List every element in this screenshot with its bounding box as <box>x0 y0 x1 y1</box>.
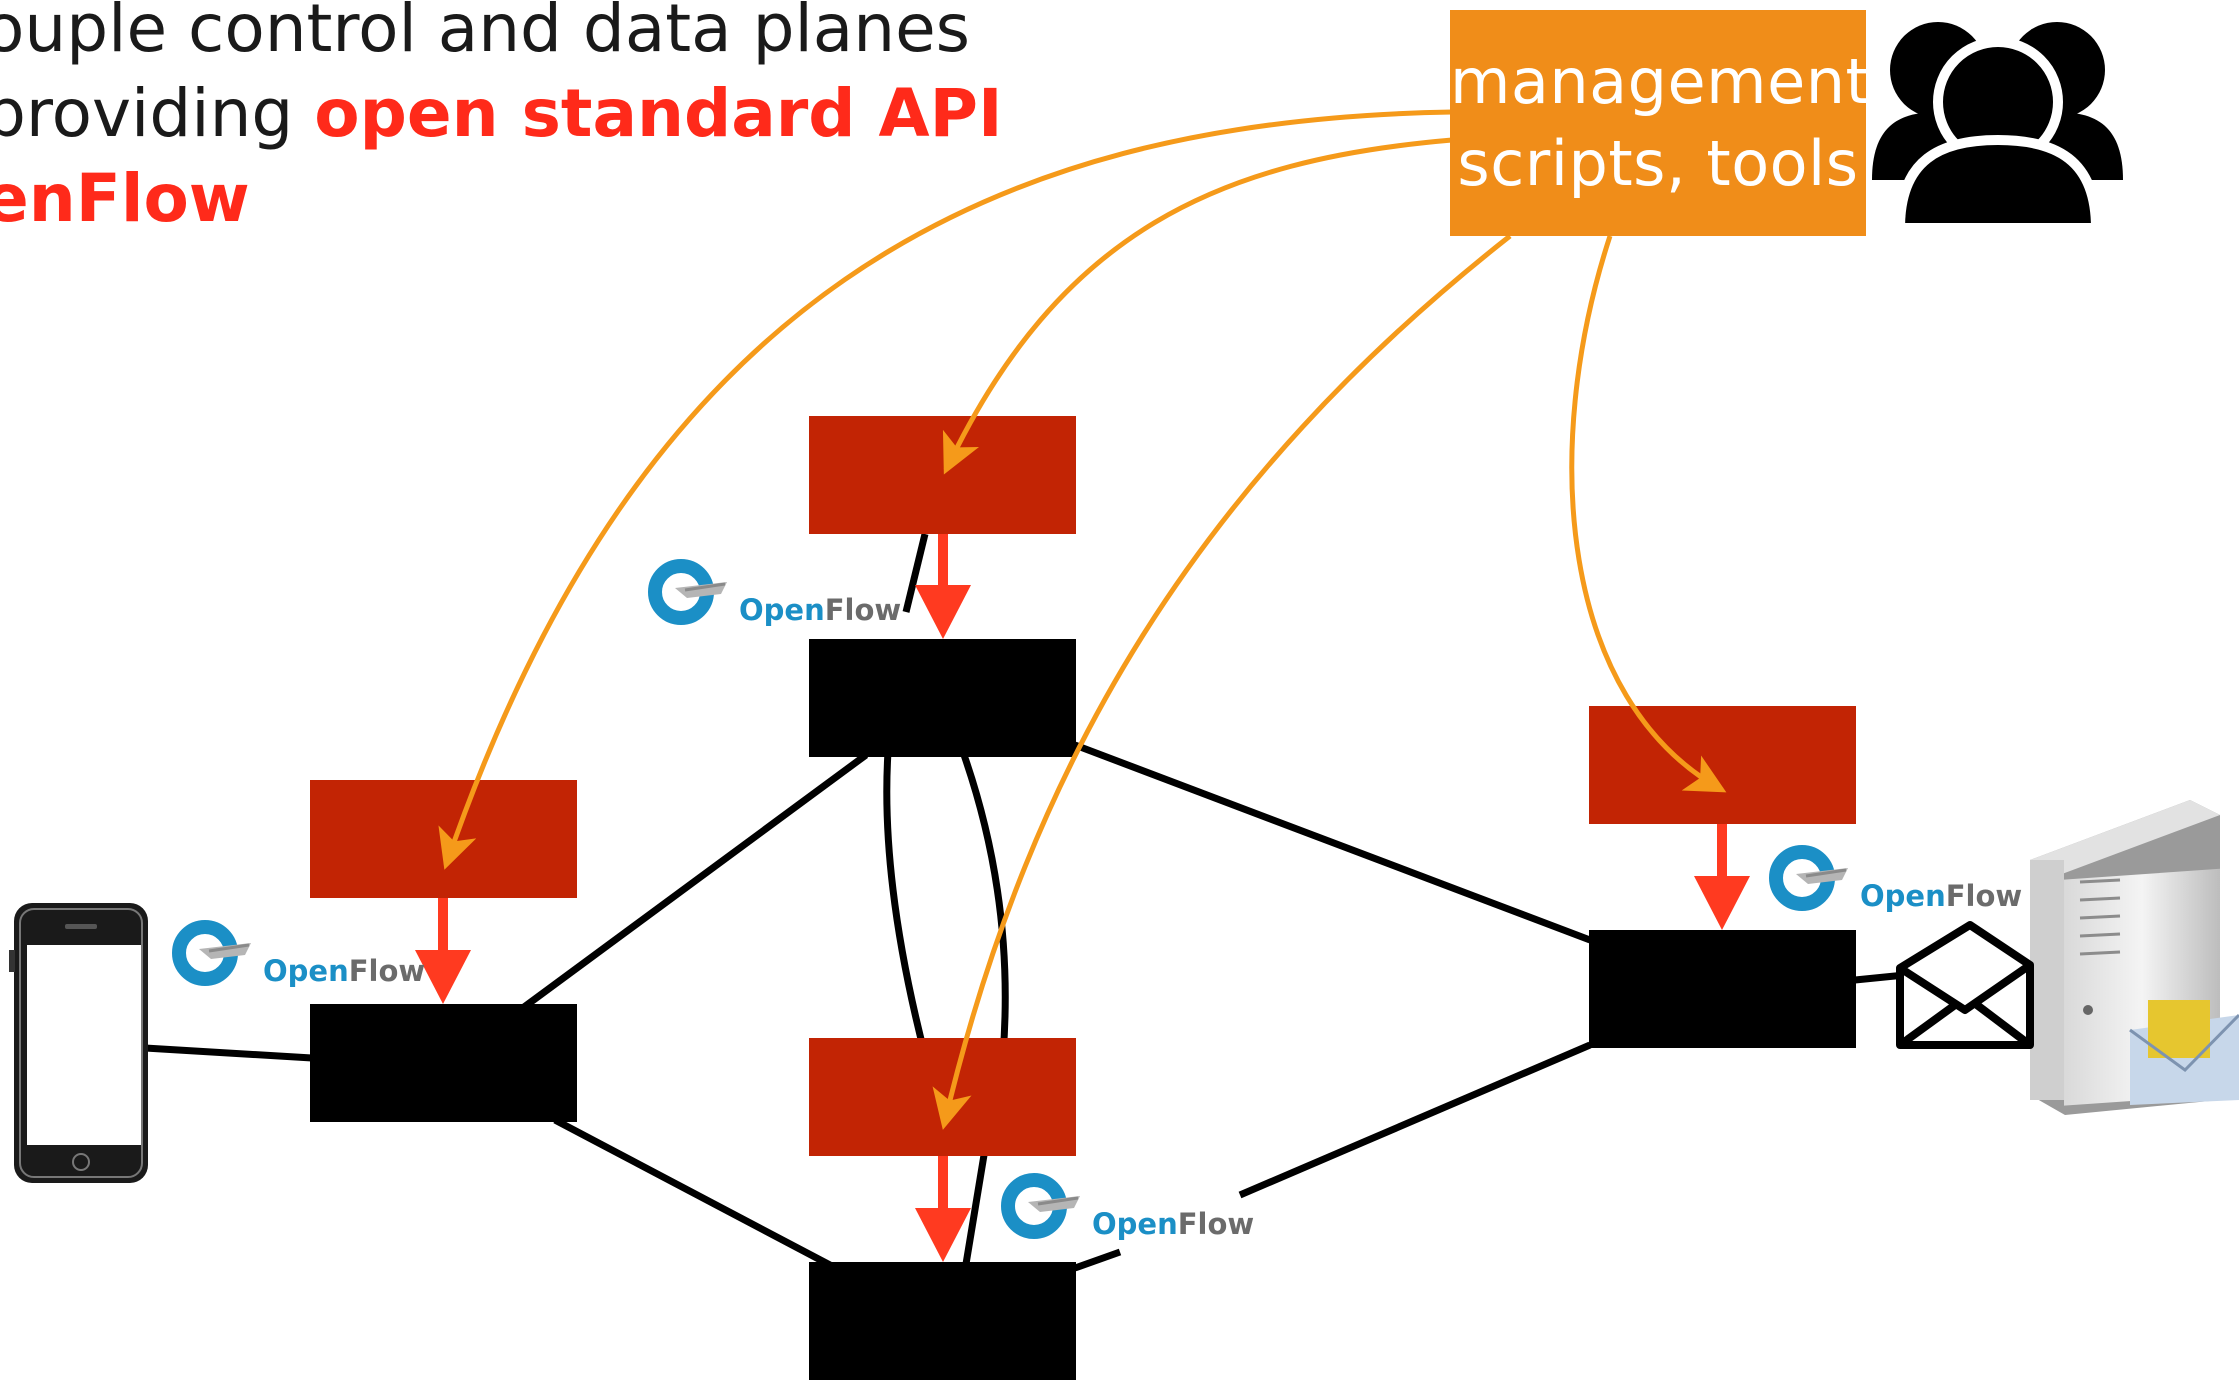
svg-text:OpenFlow: OpenFlow <box>263 954 425 988</box>
smartphone-icon <box>9 903 148 1183</box>
mgmt-arrow-right <box>1569 235 1727 793</box>
management-label-line1: management <box>1450 45 1871 118</box>
api-arrow-left <box>415 898 471 1004</box>
svg-text:OpenFlow: OpenFlow <box>1860 879 2022 913</box>
control-box-top <box>809 416 1076 534</box>
switch-right <box>1589 930 1856 1048</box>
mail-envelope-icon <box>1896 921 2034 1049</box>
openflow-logo-left: OpenFlow <box>179 927 425 988</box>
openflow-logo-top: OpenFlow <box>655 566 901 627</box>
mgmt-arrow-top <box>942 137 1453 475</box>
envelope-icon <box>2129 1000 2239 1105</box>
control-box-left <box>310 780 577 898</box>
svg-text:OpenFlow: OpenFlow <box>1092 1207 1254 1241</box>
openflow-logo-right: OpenFlow <box>1776 852 2022 913</box>
control-box-right <box>1589 706 1856 824</box>
switch-left <box>310 1004 577 1122</box>
link-top-right <box>1073 741 1592 944</box>
link-bottom-right <box>1238 1041 1592 1199</box>
api-arrow-right <box>1694 824 1750 930</box>
api-arrow-bottom <box>915 1156 971 1262</box>
link-bottom-control <box>961 1154 988 1271</box>
management-arrows <box>438 109 1727 1130</box>
management-box: management scripts, tools <box>1450 10 1871 236</box>
link-top-bottom-b <box>959 750 1009 1056</box>
link-left-bottom <box>553 1116 832 1269</box>
switches <box>310 639 1856 1380</box>
control-box-bottom <box>809 1038 1076 1156</box>
switch-top <box>809 639 1076 757</box>
heading-highlight: open standard API <box>314 75 1003 152</box>
api-arrow-top <box>915 534 971 639</box>
api-arrows <box>415 534 1750 1262</box>
svg-text:OpenFlow: OpenFlow <box>739 593 901 627</box>
heading-line-3: enFlow <box>0 160 250 237</box>
link-left-top <box>517 752 869 1013</box>
link-top-control <box>902 533 929 613</box>
heading-line-1: ouple control and data planes <box>0 0 971 67</box>
link-bottom-right-stub <box>1073 1248 1122 1272</box>
network-links <box>144 533 1906 1272</box>
mgmt-arrow-left <box>438 109 1453 870</box>
slide-heading: ouple control and data planes providing … <box>0 0 1003 241</box>
mgmt-arrow-bottom <box>932 234 1512 1130</box>
users-icon <box>1872 22 2123 233</box>
openflow-logo-bottom: OpenFlow <box>1008 1180 1254 1241</box>
link-phone-switch-left <box>144 1044 313 1062</box>
switch-bottom <box>809 1262 1076 1380</box>
link-top-bottom-a <box>883 751 929 1056</box>
management-label-line2: scripts, tools <box>1457 127 1859 200</box>
heading-line-2: providing open standard API <box>0 75 1003 152</box>
